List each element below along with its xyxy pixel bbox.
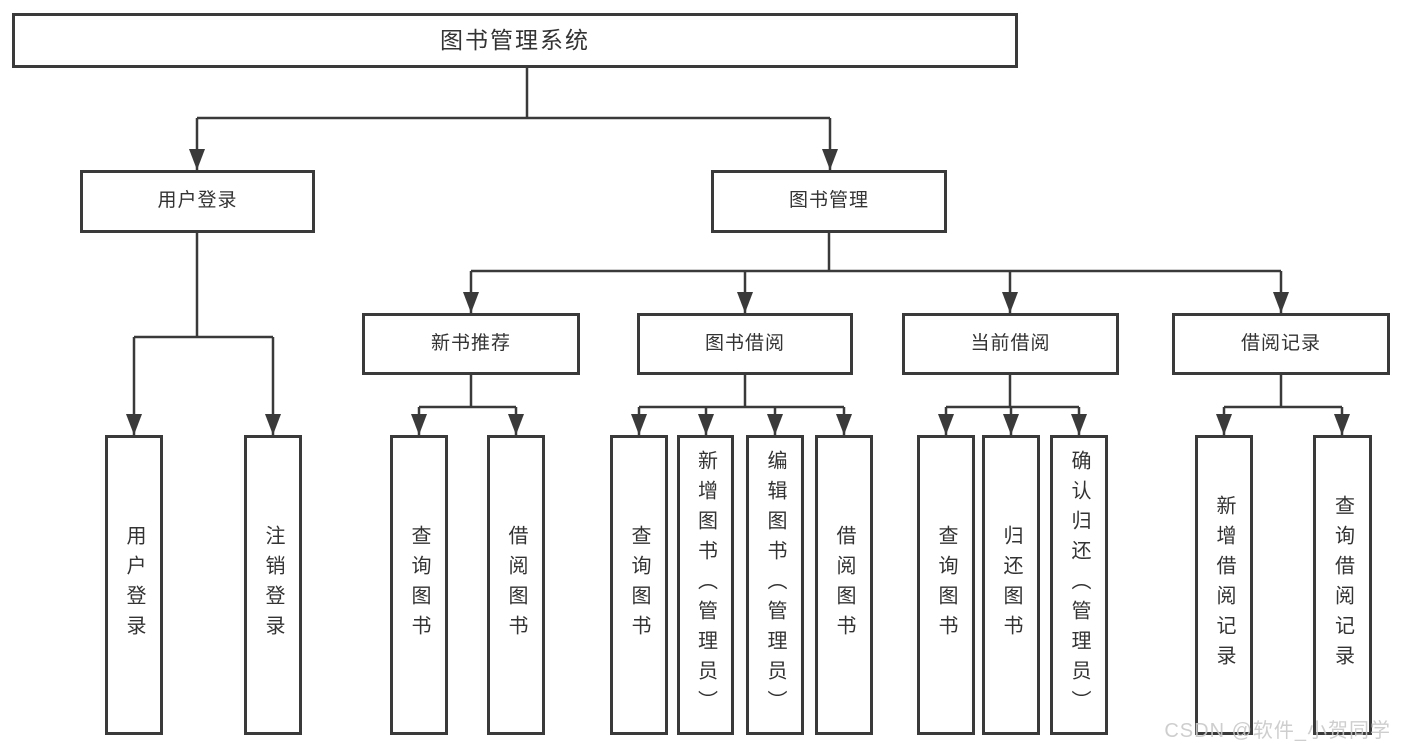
leaf-add-book-admin: 新增图书（管理员） bbox=[677, 435, 734, 735]
connector-current-borrowing-children bbox=[938, 375, 1087, 435]
node-new-book-recommend: 新书推荐 bbox=[362, 313, 580, 375]
arrow-down-icon bbox=[463, 292, 479, 313]
arrow-down-icon bbox=[938, 414, 954, 435]
arrow-down-icon bbox=[411, 414, 427, 435]
leaf-user-login: 用户登录 bbox=[105, 435, 163, 735]
connector-new-book-recommend-children bbox=[411, 375, 524, 435]
node-book-borrowing: 图书借阅 bbox=[637, 313, 853, 375]
leaf-query-borrow-record: 查询借阅记录 bbox=[1313, 435, 1372, 735]
arrow-down-icon bbox=[189, 149, 205, 170]
node-borrowing-records: 借阅记录 bbox=[1172, 313, 1390, 375]
arrow-down-icon bbox=[508, 414, 524, 435]
connector-book-management-children bbox=[463, 233, 1289, 313]
connector-root-to-level2 bbox=[189, 68, 838, 170]
leaf-borrow-books-borrowing: 借阅图书 bbox=[815, 435, 873, 735]
leaf-return-books: 归还图书 bbox=[982, 435, 1040, 735]
node-user-login: 用户登录 bbox=[80, 170, 315, 233]
arrow-down-icon bbox=[631, 414, 647, 435]
arrow-down-icon bbox=[836, 414, 852, 435]
connector-borrowing-records-children bbox=[1216, 375, 1350, 435]
arrow-down-icon bbox=[698, 414, 714, 435]
arrow-down-icon bbox=[1071, 414, 1087, 435]
arrow-down-icon bbox=[1003, 414, 1019, 435]
leaf-add-borrow-record: 新增借阅记录 bbox=[1195, 435, 1253, 735]
leaf-logout: 注销登录 bbox=[244, 435, 302, 735]
arrow-down-icon bbox=[126, 414, 142, 435]
leaf-borrow-books-recommend: 借阅图书 bbox=[487, 435, 545, 735]
leaf-confirm-return-admin: 确认归还（管理员） bbox=[1050, 435, 1108, 735]
arrow-down-icon bbox=[1273, 292, 1289, 313]
arrow-down-icon bbox=[822, 149, 838, 170]
leaf-query-books-recommend: 查询图书 bbox=[390, 435, 448, 735]
arrow-down-icon bbox=[737, 292, 753, 313]
arrow-down-icon bbox=[1002, 292, 1018, 313]
node-root-library-management-system: 图书管理系统 bbox=[12, 13, 1018, 68]
csdn-watermark: CSDN @软件_小贺同学 bbox=[1164, 720, 1391, 742]
leaf-edit-book-admin: 编辑图书（管理员） bbox=[746, 435, 804, 735]
arrow-down-icon bbox=[265, 414, 281, 435]
arrow-down-icon bbox=[1216, 414, 1232, 435]
arrow-down-icon bbox=[767, 414, 783, 435]
node-current-borrowing: 当前借阅 bbox=[902, 313, 1119, 375]
leaf-query-books-borrowing: 查询图书 bbox=[610, 435, 668, 735]
leaf-query-books-current: 查询图书 bbox=[917, 435, 975, 735]
arrow-down-icon bbox=[1334, 414, 1350, 435]
connector-user-login-children bbox=[126, 233, 281, 435]
connector-book-borrowing-children bbox=[631, 375, 852, 435]
node-book-management: 图书管理 bbox=[711, 170, 947, 233]
